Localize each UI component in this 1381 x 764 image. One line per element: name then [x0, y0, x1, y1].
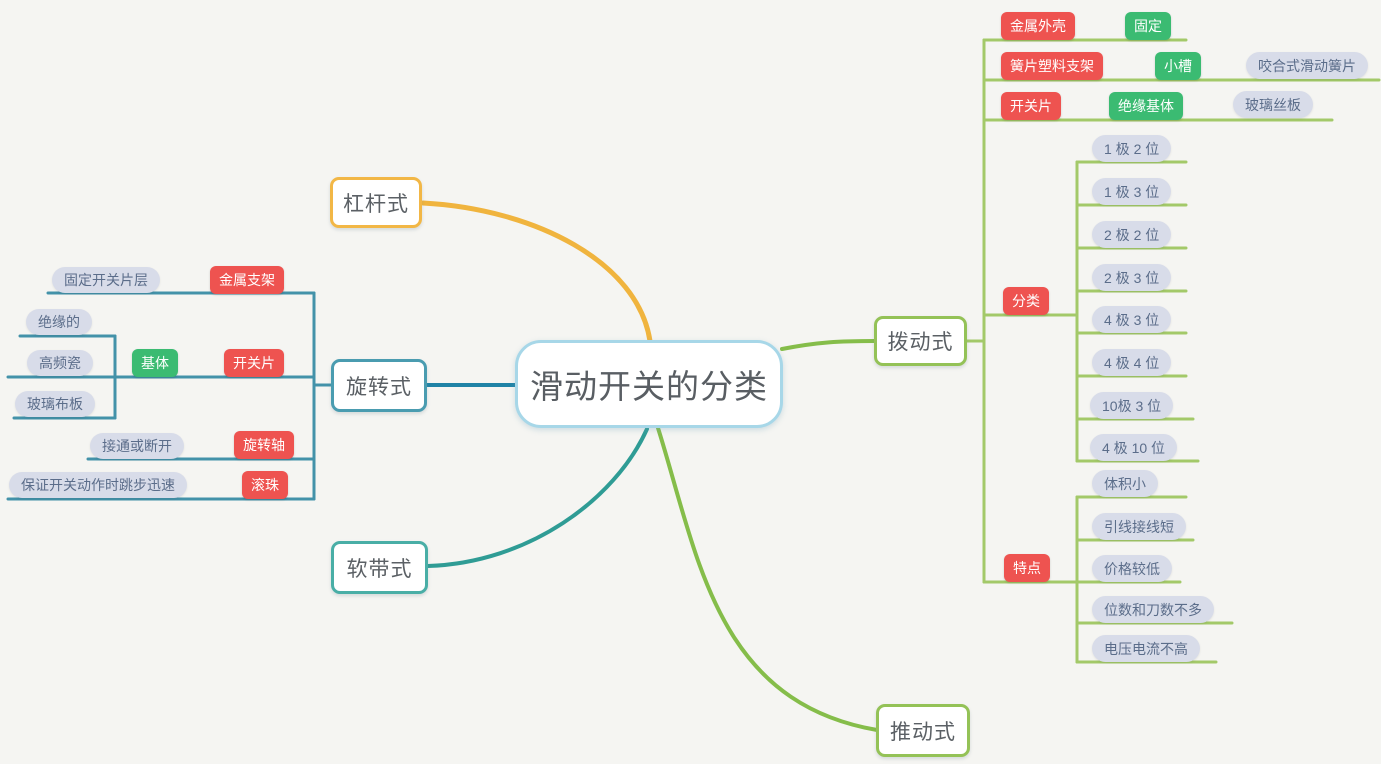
tag-ball[interactable]: 滚珠 [242, 471, 288, 499]
feature-item[interactable]: 位数和刀数不多 [1092, 596, 1214, 623]
feature-item[interactable]: 价格较低 [1092, 555, 1172, 582]
tag-features[interactable]: 特点 [1004, 554, 1050, 582]
tag-rotary-shaft[interactable]: 旋转轴 [234, 431, 294, 459]
note-on-off[interactable]: 接通或断开 [90, 433, 184, 459]
rotary-subtree-lines [6, 291, 334, 501]
note-insulating[interactable]: 绝缘的 [26, 309, 92, 335]
toggle-subtree-lines [964, 38, 1381, 664]
feature-item[interactable]: 引线接线短 [1092, 513, 1186, 540]
category-item[interactable]: 1 极 3 位 [1092, 178, 1172, 205]
note-high-freq-ceramic[interactable]: 高频瓷 [27, 350, 93, 376]
note-sliding-spring[interactable]: 咬合式滑动簧片 [1246, 52, 1368, 79]
note-ball-function[interactable]: 保证开关动作时跳步迅速 [9, 472, 187, 498]
edge-root-push [656, 426, 879, 732]
tag-insulating-base[interactable]: 绝缘基体 [1109, 92, 1183, 120]
branch-rotary[interactable]: 旋转式 [331, 359, 427, 412]
branch-push[interactable]: 推动式 [876, 704, 970, 757]
root-node[interactable]: 滑动开关的分类 [515, 340, 783, 428]
category-item[interactable]: 4 极 3 位 [1092, 306, 1172, 333]
feature-item[interactable]: 体积小 [1092, 470, 1158, 497]
tag-fixed[interactable]: 固定 [1125, 12, 1171, 40]
edge-root-toggle [780, 339, 877, 351]
tag-switch-blade-left[interactable]: 开关片 [224, 349, 284, 377]
category-item[interactable]: 1 极 2 位 [1092, 135, 1172, 162]
tag-category[interactable]: 分类 [1003, 287, 1049, 315]
edge-root-lever [420, 200, 653, 344]
category-item[interactable]: 2 极 3 位 [1092, 264, 1172, 291]
note-fixed-switch-layer[interactable]: 固定开关片层 [52, 267, 160, 293]
note-glass-cloth-board[interactable]: 玻璃布板 [15, 391, 95, 417]
feature-item[interactable]: 电压电流不高 [1092, 635, 1200, 662]
edge-root-soft-belt [426, 427, 649, 568]
category-item[interactable]: 4 极 10 位 [1090, 434, 1178, 461]
tag-small-slot[interactable]: 小槽 [1155, 52, 1201, 80]
note-glass-silk-board[interactable]: 玻璃丝板 [1233, 91, 1313, 118]
category-item[interactable]: 4 极 4 位 [1092, 349, 1172, 376]
branch-soft-belt[interactable]: 软带式 [331, 541, 428, 594]
branch-toggle[interactable]: 拨动式 [874, 316, 967, 366]
category-item[interactable]: 2 极 2 位 [1092, 221, 1172, 248]
tag-metal-shell[interactable]: 金属外壳 [1001, 12, 1075, 40]
tag-spring-bracket[interactable]: 簧片塑料支架 [1001, 52, 1103, 80]
tag-switch-blade-right[interactable]: 开关片 [1001, 92, 1061, 120]
tag-metal-bracket[interactable]: 金属支架 [210, 266, 284, 294]
branch-lever[interactable]: 杠杆式 [330, 177, 422, 228]
tag-base[interactable]: 基体 [132, 349, 178, 377]
category-item[interactable]: 10极 3 位 [1090, 392, 1174, 419]
